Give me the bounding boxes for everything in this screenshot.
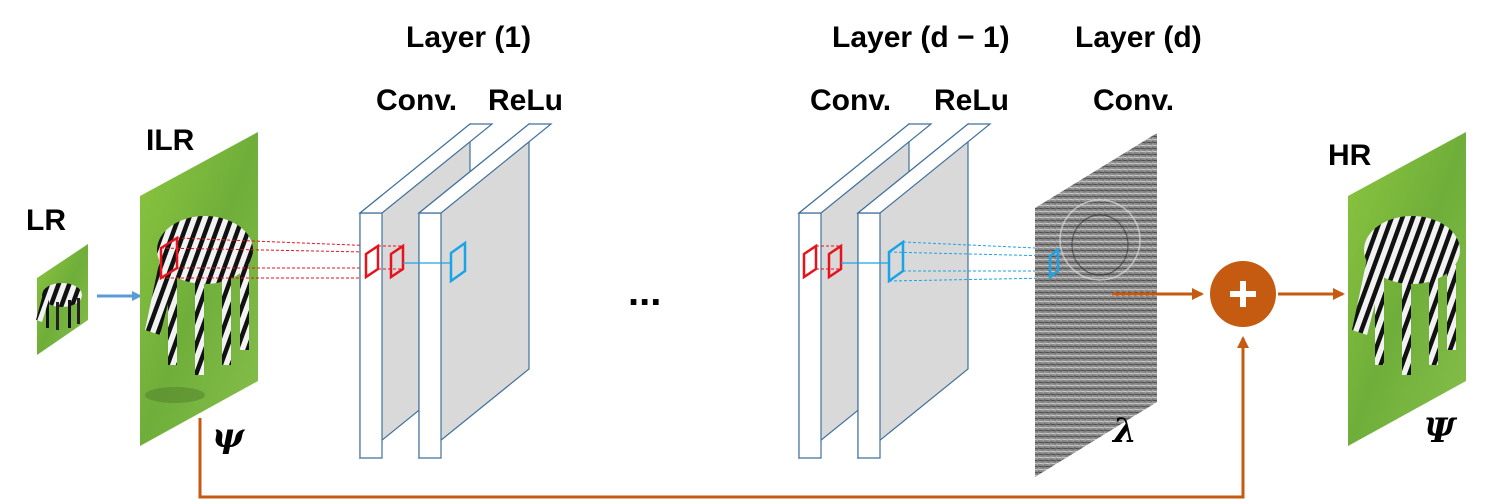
kernel-blue xyxy=(449,240,467,284)
kernel-blue xyxy=(1048,247,1060,280)
ellipsis: ... xyxy=(628,270,661,314)
lr-label: LR xyxy=(26,204,66,237)
psi-upper-label: Ψ xyxy=(1424,411,1458,451)
psi-lower-label: ψ xyxy=(212,416,245,456)
layer1-title: Layer (1) xyxy=(406,21,531,54)
conv-label-3: Conv. xyxy=(1093,84,1174,117)
zebra-image xyxy=(1352,216,1460,375)
plus-circle-icon xyxy=(1210,261,1276,327)
layer-d-title: Layer (d) xyxy=(1075,21,1202,54)
lambda-label: λ xyxy=(1111,411,1137,451)
layer-d-minus-1-title: Layer (d − 1) xyxy=(832,21,1010,54)
zebra-image xyxy=(36,283,82,330)
conv-label-2: Conv. xyxy=(810,84,891,117)
layer1-conv-plate xyxy=(358,122,494,460)
receptive-lines-red-1 xyxy=(160,237,379,279)
relu-label-2: ReLu xyxy=(934,84,1009,117)
skip-connection xyxy=(198,336,1249,499)
ilr-image xyxy=(140,132,258,446)
layer1-relu-plate xyxy=(417,122,553,460)
receptive-lines-blue xyxy=(888,241,1059,282)
ilr-label: ILR xyxy=(146,124,195,157)
zebra-image xyxy=(145,216,253,403)
relu-label-1: ReLu xyxy=(488,84,563,117)
lr-image xyxy=(36,244,88,355)
hr-label: HR xyxy=(1328,139,1372,172)
conv-label-1: Conv. xyxy=(376,84,457,117)
layer-d-minus-1-relu-plate xyxy=(856,122,992,460)
residual-map xyxy=(1035,133,1157,477)
hr-image xyxy=(1348,132,1466,446)
